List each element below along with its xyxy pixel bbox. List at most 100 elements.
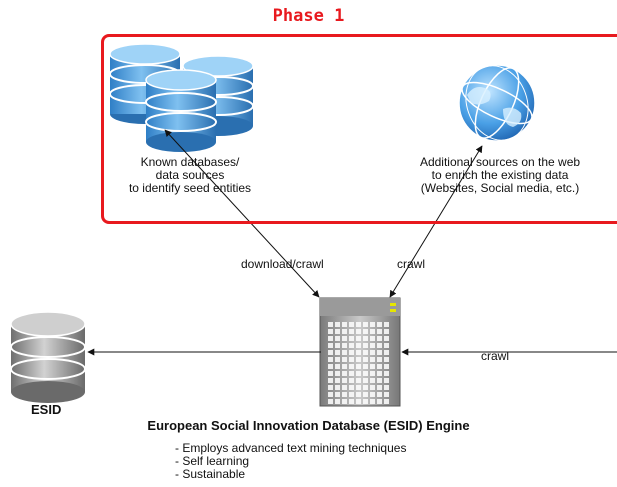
server-vent	[370, 371, 375, 376]
server-vent	[370, 392, 375, 397]
server-vent	[356, 364, 361, 369]
server-vent	[384, 385, 389, 390]
server-vent	[377, 350, 382, 355]
server-vent	[370, 399, 375, 404]
server-vent	[363, 336, 368, 341]
server-vent	[363, 350, 368, 355]
esid-label: ESID	[31, 402, 62, 417]
server-vent	[363, 378, 368, 383]
caption-line: to identify seed entities	[128, 181, 252, 195]
server-vent	[356, 350, 361, 355]
server-vent	[335, 399, 340, 404]
server-vent	[377, 329, 382, 334]
server-vent	[384, 329, 389, 334]
server-vent	[356, 378, 361, 383]
server-vent	[370, 329, 375, 334]
engine-features-list: - Employs advanced text mining technique…	[175, 442, 406, 481]
download-crawl-label: download/crawl	[241, 257, 324, 271]
server-vent	[335, 343, 340, 348]
server-vent	[328, 350, 333, 355]
server-vent	[328, 371, 333, 376]
server-vent	[384, 378, 389, 383]
server-vent	[377, 399, 382, 404]
server-vent	[335, 378, 340, 383]
server-vent	[363, 322, 368, 327]
arrow-known-to-engine	[164, 129, 320, 298]
feature-item: - Employs advanced text mining technique…	[175, 441, 407, 455]
server-vent	[349, 322, 354, 327]
server-vent	[328, 357, 333, 362]
caption-line: to enrich the existing data	[431, 168, 569, 182]
database-icon	[10, 311, 86, 403]
server-vent	[342, 364, 347, 369]
server-vent	[349, 385, 354, 390]
server-vent	[328, 343, 333, 348]
server-vent	[349, 392, 354, 397]
server-vent	[335, 385, 340, 390]
caption-line: Additional sources on the web	[419, 155, 581, 169]
server-vent	[356, 329, 361, 334]
server-vent	[328, 378, 333, 383]
web-sources-caption: Additional sources on the web to enrich …	[380, 156, 617, 195]
server-vent	[384, 343, 389, 348]
server-vent	[349, 350, 354, 355]
server-vent	[377, 392, 382, 397]
caption-line: data sources	[155, 168, 225, 182]
server-vent	[377, 371, 382, 376]
server-vent	[363, 385, 368, 390]
server-vent	[356, 357, 361, 362]
server-vent	[384, 371, 389, 376]
server-vent	[356, 336, 361, 341]
server-vent	[342, 343, 347, 348]
server-vent	[335, 392, 340, 397]
server-vent	[384, 336, 389, 341]
server-vent	[363, 399, 368, 404]
server-vent	[342, 392, 347, 397]
phase-title: Phase 1	[272, 6, 345, 26]
server-vent	[356, 322, 361, 327]
server-vent	[349, 378, 354, 383]
server-vent	[335, 329, 340, 334]
server-vent	[335, 336, 340, 341]
server-vent	[384, 322, 389, 327]
server-vent	[335, 357, 340, 362]
server-vent	[370, 364, 375, 369]
known-sources-caption: Known databases/ data sources to identif…	[95, 156, 285, 195]
server-vent	[335, 364, 340, 369]
server-vent	[328, 329, 333, 334]
server-vent	[384, 357, 389, 362]
server-vent	[342, 329, 347, 334]
server-vent	[342, 385, 347, 390]
server-vent	[370, 378, 375, 383]
server-vent	[328, 385, 333, 390]
phase-region	[101, 34, 617, 224]
server-vent	[328, 364, 333, 369]
server-vent	[363, 392, 368, 397]
server-vent	[349, 399, 354, 404]
server-vent	[342, 371, 347, 376]
server-vent	[356, 385, 361, 390]
server-vent	[356, 371, 361, 376]
server-vent	[349, 371, 354, 376]
server-vent	[370, 385, 375, 390]
server-vent	[328, 392, 333, 397]
server-icon	[319, 297, 401, 407]
server-vent	[370, 357, 375, 362]
server-vent	[377, 378, 382, 383]
server-vent	[363, 371, 368, 376]
feature-item: - Sustainable	[175, 467, 246, 481]
server-vent	[384, 350, 389, 355]
server-vent	[356, 392, 361, 397]
server-vent	[342, 357, 347, 362]
server-vent	[342, 322, 347, 327]
server-vent	[384, 392, 389, 397]
server-vent	[363, 364, 368, 369]
server-vent	[342, 350, 347, 355]
caption-line: Known databases/	[140, 155, 240, 169]
server-vent	[335, 371, 340, 376]
server-vent	[370, 343, 375, 348]
server-vent	[328, 322, 333, 327]
server-vent	[349, 364, 354, 369]
crawl-web-label: crawl	[397, 257, 426, 271]
